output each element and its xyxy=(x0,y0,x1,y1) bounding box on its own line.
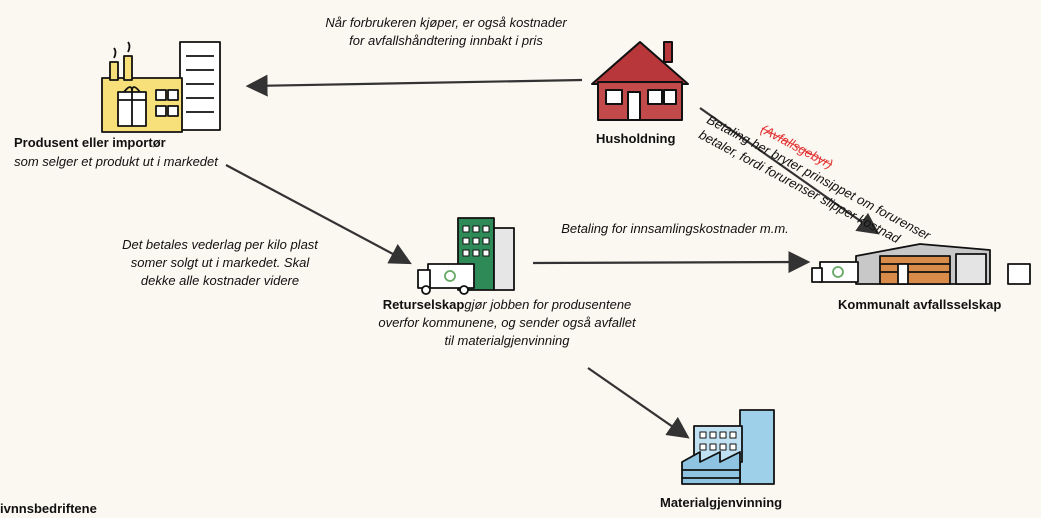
producer-description: som selger et produkt ut i markedet xyxy=(14,154,218,169)
house-icon xyxy=(591,41,689,121)
arrow-household-to-producer xyxy=(245,74,583,97)
return-company-description: gjør jobben for produsentene overfor kom… xyxy=(378,297,636,348)
factory-icon xyxy=(101,41,221,133)
edge-label-producer-return: Det betales vederlag per kilo plast some… xyxy=(122,237,318,288)
return-company-block: Returselskapgjør jobben for produsentene… xyxy=(372,296,642,350)
arrow-return-to-municipal xyxy=(532,251,811,274)
edge-label-return-municipal: Betaling for innsamlingskostnader m.m. xyxy=(561,221,789,236)
arrow-return-to-recycling xyxy=(587,367,690,439)
waste-facility-icon xyxy=(811,243,1031,285)
edge-label-household-producer: Når forbrukeren kjøper, er også kostnade… xyxy=(325,15,567,48)
household-label: Husholdning xyxy=(596,131,676,146)
office-truck-icon xyxy=(417,217,515,295)
arrow-household-to-municipal xyxy=(699,107,880,235)
recycling-label: Materialgjenvinning xyxy=(660,495,783,510)
footer-fragment: ivnnsbedriftene xyxy=(0,501,97,516)
return-company-label: Returselskap xyxy=(382,297,465,312)
recycling-plant-icon xyxy=(681,409,775,485)
producer-label: Produsent eller importør xyxy=(14,135,166,150)
municipal-label: Kommunalt avfallsselskap xyxy=(838,297,1002,312)
arrow-producer-to-return xyxy=(225,164,412,265)
